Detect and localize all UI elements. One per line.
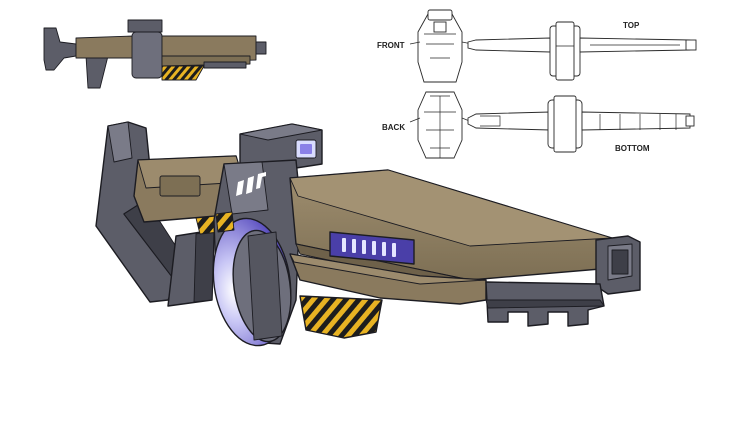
magazine-hazard-housing bbox=[299, 295, 383, 339]
front-view bbox=[409, 9, 473, 83]
view-label-bottom: BOTTOM bbox=[615, 144, 650, 153]
orthographic-views: FRONT TOP BACK BOTTOM bbox=[377, 9, 697, 159]
view-label-back: BACK bbox=[382, 123, 405, 132]
main-weapon-render bbox=[95, 121, 641, 347]
thumb-hazard bbox=[161, 65, 205, 81]
view-label-front: FRONT bbox=[377, 41, 405, 50]
thumb-sight bbox=[127, 19, 163, 33]
thumb-grip bbox=[85, 55, 109, 89]
thumb-barrel bbox=[161, 35, 257, 63]
thumb-receiver bbox=[75, 35, 135, 59]
drum-markings bbox=[236, 172, 266, 196]
thumb-drum bbox=[131, 31, 163, 79]
top-view bbox=[467, 21, 697, 81]
back-view bbox=[409, 91, 473, 159]
barrel-glow-vents bbox=[342, 238, 396, 257]
thumb-stock bbox=[43, 27, 77, 71]
thumb-muzzle bbox=[255, 41, 267, 55]
bottom-view bbox=[467, 95, 695, 153]
side-view-thumbnail bbox=[43, 19, 267, 89]
view-label-top: TOP bbox=[623, 21, 640, 30]
